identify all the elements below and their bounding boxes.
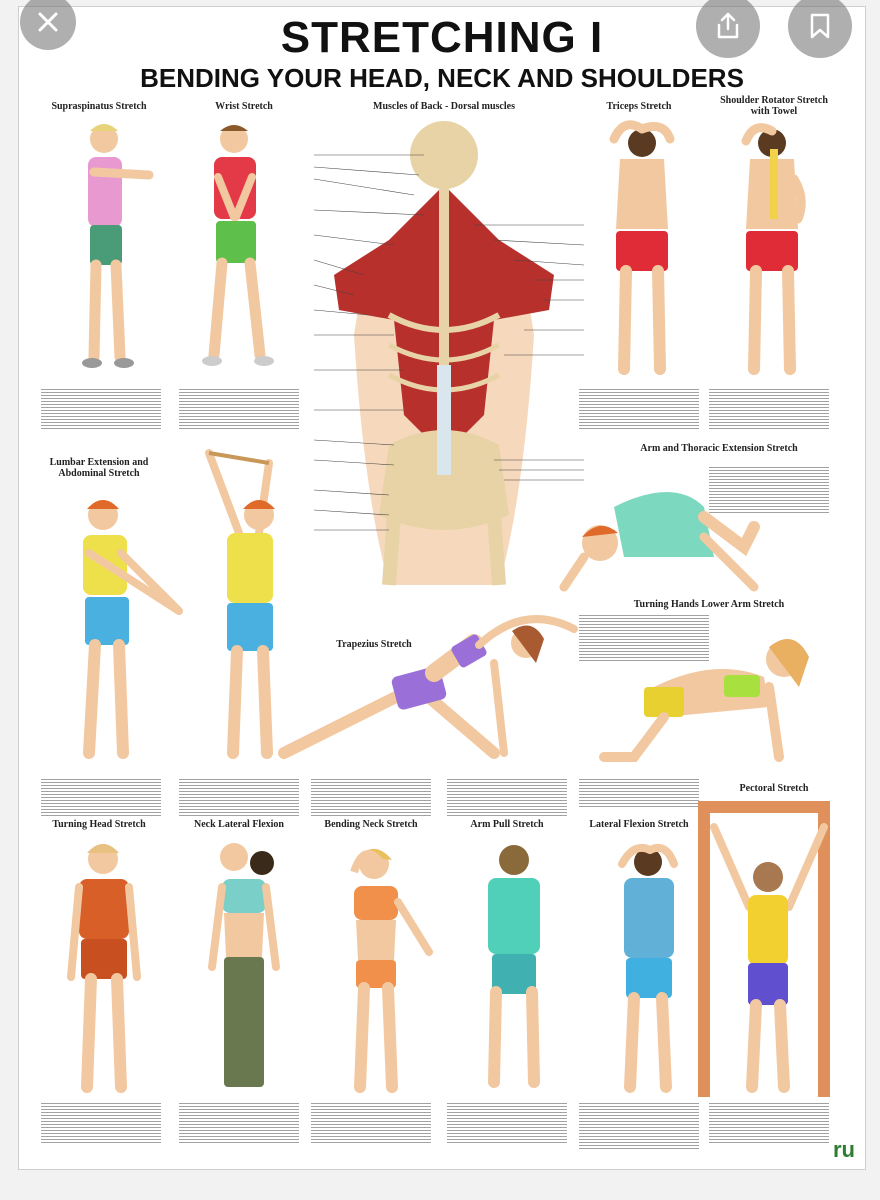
description-trapezius-1 <box>311 777 431 817</box>
label-trapezius: Trapezius Stretch <box>336 639 412 650</box>
figure-arm-pull <box>488 845 540 1088</box>
figure-abdominal-stretch <box>205 449 275 759</box>
label-muscles-of-back: Muscles of Back - Dorsal muscles <box>373 101 515 112</box>
description-wrist <box>179 387 299 431</box>
bookmark-button[interactable] <box>788 0 852 58</box>
label-bending-neck: Bending Neck Stretch <box>324 819 418 830</box>
poster-title: STRETCHING I <box>280 13 604 62</box>
description-turning-hands-2 <box>579 777 699 807</box>
figure-arm-thoracic <box>559 492 760 592</box>
description-trapezius-2 <box>447 777 567 817</box>
bookmark-icon <box>810 13 830 39</box>
poster-subtitle: BENDING YOUR HEAD, NECK AND SHOULDERS <box>140 63 744 93</box>
label-neck-lateral: Neck Lateral Flexion <box>194 819 284 830</box>
label-arm-thoracic: Arm and Thoracic Extension Stretch <box>640 443 798 454</box>
description-supraspinatus <box>41 387 161 431</box>
figure-lumbar-extension <box>83 500 183 759</box>
figure-shoulder-rotator <box>741 123 806 375</box>
figure-triceps <box>609 120 675 375</box>
anatomy-back-muscles <box>313 121 585 586</box>
publisher-logo: ru <box>833 1137 855 1162</box>
figure-turning-head <box>67 844 141 1093</box>
label-turning-head: Turning Head Stretch <box>52 819 146 830</box>
label-arm-pull: Arm Pull Stretch <box>470 819 544 830</box>
figure-pectoral-stretch <box>698 801 830 1097</box>
label-triceps: Triceps Stretch <box>606 101 672 112</box>
description-abdominal <box>179 777 299 817</box>
label-supraspinatus: Supraspinatus Stretch <box>51 101 147 112</box>
share-icon <box>717 12 739 39</box>
description-neck-lateral <box>179 1101 299 1145</box>
share-button[interactable] <box>696 0 760 58</box>
label-lateral-flexion: Lateral Flexion Stretch <box>589 819 689 830</box>
figure-supraspinatus <box>82 124 154 368</box>
description-lumbar <box>41 777 161 817</box>
figure-neck-lateral <box>208 843 280 1087</box>
description-pectoral <box>709 1101 829 1145</box>
label-turning-hands: Turning Hands Lower Arm Stretch <box>633 599 785 610</box>
label-pectoral: Pectoral Stretch <box>739 783 809 794</box>
figure-bending-neck <box>350 848 433 1093</box>
description-arm-pull <box>447 1101 567 1145</box>
figure-turning-hands <box>599 639 809 762</box>
stretching-poster: STRETCHING I BENDING YOUR HEAD, NECK AND… <box>18 6 866 1170</box>
label-shoulder-rotator: Shoulder Rotator Stretch with Towel <box>720 95 828 117</box>
description-triceps <box>579 387 699 431</box>
close-button[interactable] <box>20 0 76 50</box>
label-wrist: Wrist Stretch <box>215 101 273 112</box>
close-icon <box>38 12 58 32</box>
description-turning-head <box>41 1101 161 1145</box>
description-turning-hands <box>579 613 709 663</box>
figure-lateral-flexion <box>618 843 678 1093</box>
description-lateral-flexion <box>579 1101 699 1151</box>
label-lumbar: Lumbar Extension and Abdominal Stretch <box>49 457 149 479</box>
figure-wrist <box>202 125 274 366</box>
figure-trapezius <box>278 615 578 759</box>
description-arm-thoracic <box>709 465 829 515</box>
description-shoulder-rotator <box>709 387 829 431</box>
description-bending-neck <box>311 1101 431 1145</box>
